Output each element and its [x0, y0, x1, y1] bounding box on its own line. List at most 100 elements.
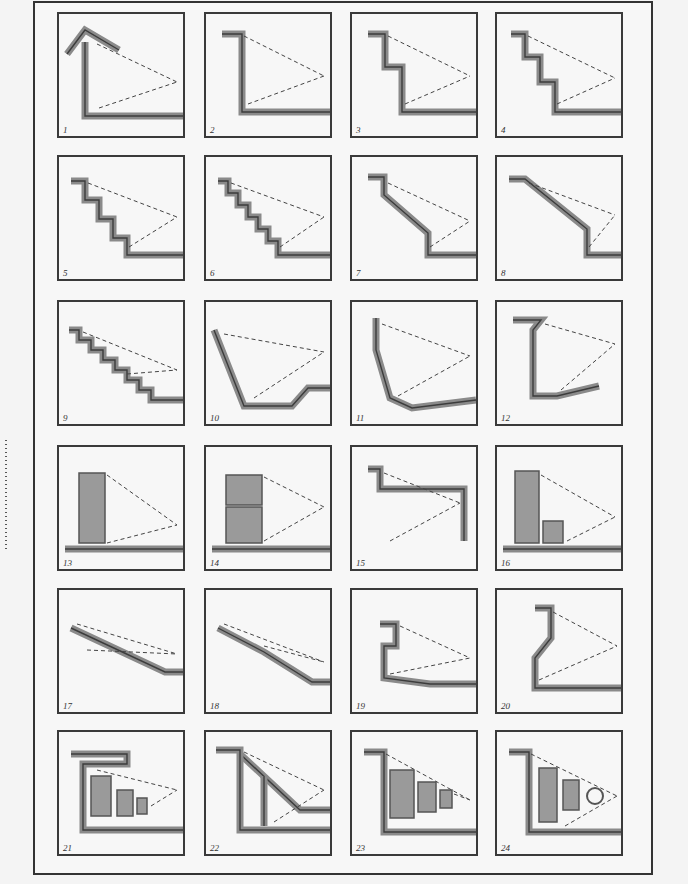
outer-frame [34, 2, 652, 874]
stand-profile-edge [240, 754, 330, 810]
panel-number: 19 [355, 701, 366, 711]
sight-line [107, 475, 177, 525]
sight-line [557, 78, 615, 104]
sight-line [77, 624, 177, 654]
section-profile [222, 34, 330, 112]
stand-block [226, 507, 262, 543]
section-panel: 3 [350, 12, 478, 138]
stand-profile-mass [222, 34, 330, 112]
stand-profile-mass [71, 181, 183, 255]
stand-profile-edge [376, 318, 476, 408]
sight-line [589, 215, 615, 247]
section-profile [71, 181, 183, 255]
stand-block [226, 475, 262, 505]
section-profile [65, 473, 183, 549]
section-panel: 14 [204, 445, 332, 571]
panel-number: 7 [355, 268, 362, 278]
sight-line [454, 794, 470, 800]
stand-profile-edge [212, 548, 330, 549]
stand-profile-edge [85, 42, 183, 116]
section-profile [503, 471, 621, 549]
section-profile [368, 34, 476, 112]
panel-number: 15 [355, 558, 366, 568]
sight-line [388, 36, 470, 76]
section-profile [364, 752, 476, 832]
section-panel: 16 [495, 445, 623, 571]
section-profile [511, 34, 621, 112]
section-panel: 20 [495, 588, 623, 714]
sight-line [430, 221, 470, 247]
stand-profile-edge [65, 548, 183, 549]
sight-line [87, 650, 177, 654]
sight-line [531, 754, 617, 796]
stand-profile-edge [214, 330, 330, 406]
section-panel: 15 [350, 445, 478, 571]
section-panel: 5 [57, 155, 185, 281]
section-panel: 22 [204, 730, 332, 856]
panel-number: 6 [209, 268, 216, 278]
stand-profile-mass [380, 624, 476, 684]
sight-line [528, 36, 615, 78]
sight-line [388, 183, 470, 221]
section-panel: 1 [57, 12, 185, 138]
sight-line [382, 324, 470, 356]
sight-line [386, 754, 470, 800]
section-profile [368, 177, 476, 255]
panel-number: 11 [355, 413, 365, 423]
sight-line [244, 752, 324, 790]
section-panel: 7 [350, 155, 478, 281]
panel-number: 16 [500, 558, 511, 568]
stand-profile-mass [368, 177, 476, 255]
stand-profile-mass [513, 320, 599, 396]
sight-line [567, 517, 615, 541]
section-panel: 10 [204, 300, 332, 426]
panel-number: 8 [500, 268, 507, 278]
stand-block [515, 471, 539, 543]
sight-line [280, 217, 324, 247]
section-profile [212, 475, 330, 549]
stand-profile-edge [218, 181, 330, 255]
stand-profile-edge [509, 752, 621, 832]
stand-profile-mass [65, 546, 183, 553]
stand-block [539, 768, 557, 822]
stand-profile-edge [71, 628, 183, 672]
stand-block [91, 776, 111, 816]
sight-line [553, 612, 617, 646]
stand-profile-mass [240, 754, 330, 810]
panel-number: 13 [62, 558, 73, 568]
stand-profile-edge [513, 320, 599, 396]
sight-line [390, 503, 460, 541]
sight-line [398, 356, 470, 396]
panel-number: 20 [500, 701, 511, 711]
sight-line [244, 36, 324, 76]
panel-number: 18 [209, 701, 220, 711]
stand-ring [587, 788, 603, 804]
section-profile [218, 181, 330, 255]
section-profile [71, 754, 183, 830]
sight-line [545, 324, 615, 344]
section-panel: 24 [495, 730, 623, 856]
sight-line [224, 334, 324, 352]
panel-number: 22 [209, 843, 220, 853]
section-profile [214, 330, 330, 406]
stand-profile-edge [368, 34, 476, 112]
stand-profile-edge [509, 179, 621, 255]
stand-profile-mass [212, 546, 330, 553]
stand-block [440, 790, 452, 808]
section-panel: 2 [204, 12, 332, 138]
sight-line [539, 646, 617, 680]
stand-profile-edge [380, 624, 476, 684]
sight-line [264, 646, 324, 662]
section-profile [216, 750, 330, 830]
stand-block [79, 473, 105, 543]
panel-number: 4 [500, 125, 507, 135]
stand-block [418, 782, 436, 812]
stand-profile-edge [364, 752, 476, 832]
sight-line [561, 344, 615, 390]
stand-profile-edge [511, 34, 621, 112]
section-profile [71, 624, 183, 672]
section-panel: 11 [350, 300, 478, 426]
sight-line [264, 477, 324, 507]
